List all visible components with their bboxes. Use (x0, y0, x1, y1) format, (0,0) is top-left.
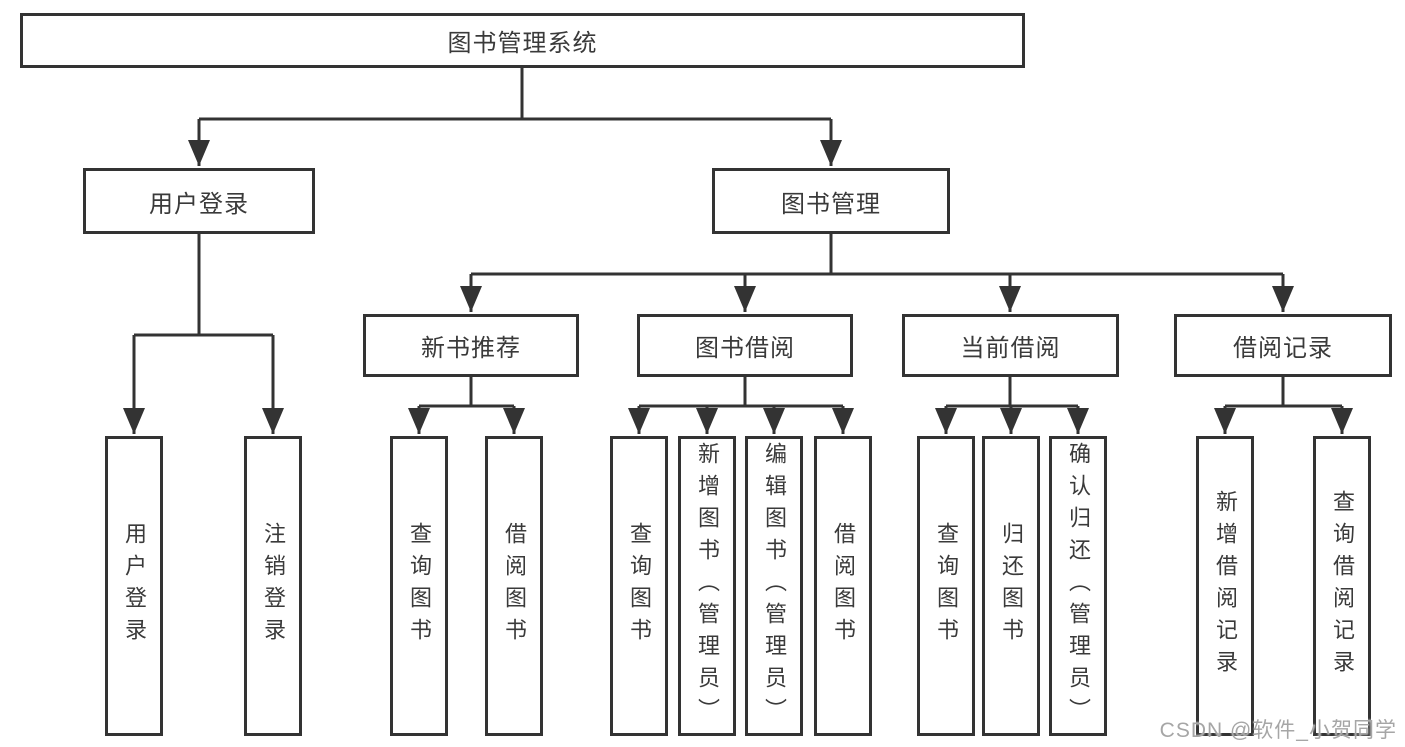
node-leaf-user-login: 用户登录 (105, 436, 163, 736)
node-current-borrow: 当前借阅 (902, 314, 1119, 377)
node-leaf-query-borrow-record-label: 查询借阅记录 (1330, 490, 1355, 682)
node-leaf-confirm-return-admin: 确认归还（管理员） (1049, 436, 1107, 736)
node-leaf-add-book-admin-label: 新增图书（管理员） (695, 442, 720, 730)
node-book-borrow: 图书借阅 (637, 314, 853, 377)
node-leaf-add-borrow-record: 新增借阅记录 (1196, 436, 1254, 736)
node-book-management-label: 图书管理 (781, 190, 881, 218)
node-leaf-query-books-3-label: 查询图书 (934, 522, 959, 650)
connector-bookborrow-trunk (639, 377, 843, 408)
node-leaf-return-book-label: 归还图书 (999, 522, 1024, 650)
node-leaf-add-book-admin: 新增图书（管理员） (678, 436, 736, 736)
node-leaf-borrow-books-2-label: 借阅图书 (831, 522, 856, 650)
node-user-login: 用户登录 (83, 168, 315, 234)
node-leaf-logout: 注销登录 (244, 436, 302, 736)
node-leaf-edit-book-admin: 编辑图书（管理员） (745, 436, 803, 736)
node-new-book-recommend-label: 新书推荐 (421, 335, 521, 362)
node-current-borrow-label: 当前借阅 (960, 335, 1061, 362)
node-leaf-borrow-books-1: 借阅图书 (485, 436, 543, 736)
csdn-watermark: CSDN @软件_小贺同学 (1159, 719, 1397, 742)
node-leaf-query-books-2: 查询图书 (610, 436, 668, 736)
connector-userlogin-trunk (134, 234, 273, 337)
node-leaf-add-borrow-record-label: 新增借阅记录 (1213, 490, 1238, 682)
node-leaf-confirm-return-admin-label: 确认归还（管理员） (1066, 442, 1091, 730)
node-borrow-records: 借阅记录 (1174, 314, 1392, 377)
node-new-book-recommend: 新书推荐 (363, 314, 579, 377)
node-leaf-query-books-1-label: 查询图书 (407, 522, 432, 650)
node-book-borrow-label: 图书借阅 (695, 335, 795, 362)
node-leaf-borrow-books-1-label: 借阅图书 (502, 522, 527, 650)
node-borrow-records-label: 借阅记录 (1233, 335, 1333, 362)
node-leaf-edit-book-admin-label: 编辑图书（管理员） (762, 442, 787, 730)
node-root: 图书管理系统 (20, 13, 1025, 68)
node-leaf-query-books-3: 查询图书 (917, 436, 975, 736)
node-leaf-query-borrow-record: 查询借阅记录 (1313, 436, 1371, 736)
node-leaf-query-books-1: 查询图书 (390, 436, 448, 736)
node-book-management: 图书管理 (712, 168, 950, 234)
connector-borrowrecords-trunk (1225, 377, 1342, 408)
node-leaf-logout-label: 注销登录 (261, 522, 286, 650)
connector-newbook-trunk (419, 377, 514, 408)
node-root-label: 图书管理系统 (447, 30, 598, 57)
node-leaf-return-book: 归还图书 (982, 436, 1040, 736)
node-leaf-user-login-label: 用户登录 (122, 522, 147, 650)
node-user-login-label: 用户登录 (149, 190, 249, 218)
connector-currentborrow-trunk (946, 377, 1078, 408)
connector-bookmgmt-trunk (471, 234, 1283, 276)
connector-root-trunk (199, 68, 831, 121)
node-leaf-borrow-books-2: 借阅图书 (814, 436, 872, 736)
node-leaf-query-books-2-label: 查询图书 (627, 522, 652, 650)
